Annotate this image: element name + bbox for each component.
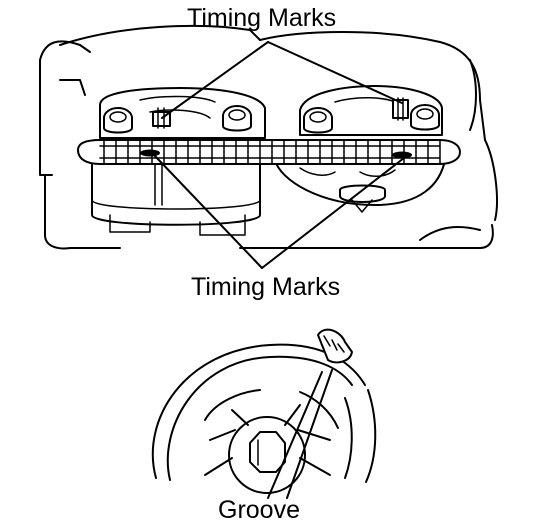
cylinder-head-outline xyxy=(39,24,498,250)
groove-leader-lines xyxy=(267,369,333,499)
right-cap-bolt-1 xyxy=(303,107,333,134)
top-leader-lines xyxy=(161,41,403,119)
timing-chain xyxy=(77,139,461,165)
chain-timing-mark-left xyxy=(140,149,160,157)
chain-timing-mark-right xyxy=(392,151,412,159)
right-cap-bolt-2 xyxy=(410,104,440,131)
crankshaft-pulley xyxy=(151,343,377,494)
left-cam-sprocket xyxy=(91,159,261,236)
right-cam-sprocket xyxy=(274,159,446,213)
timing-marks-top-label: Timing Marks xyxy=(187,4,337,32)
middle-leader-lines xyxy=(154,155,405,269)
left-cap-bolt-1 xyxy=(103,107,133,134)
timing-marks-middle-label: Timing Marks xyxy=(191,273,341,301)
crank-timing-plate xyxy=(317,328,353,364)
left-cap-bolt-2 xyxy=(222,105,252,132)
groove-label: Groove xyxy=(218,496,300,524)
